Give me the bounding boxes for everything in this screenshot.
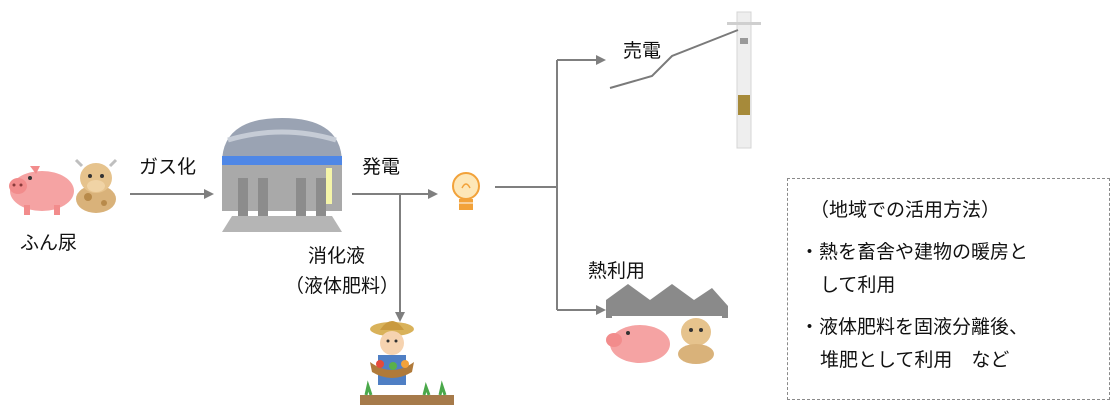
note-item-fertilizer-line1: ・液体肥料を固液分離後、 <box>800 316 1029 338</box>
note-item-heat-line1: ・熱を畜舎や建物の暖房と <box>800 241 1029 263</box>
pig-icon <box>606 325 670 363</box>
cow-icon <box>74 158 118 213</box>
liquid-fertilizer-label: （液体肥料） <box>285 275 400 297</box>
manure-label: ふん尿 <box>20 232 78 254</box>
regional-use-note: （地域での活用方法） ・熱を畜舎や建物の暖房と して利用 ・液体肥料を固液分離後… <box>787 178 1110 400</box>
note-item-heat-line2: して利用 <box>820 274 896 296</box>
digestate-label: 消化液 <box>308 245 366 267</box>
pig-icon <box>9 166 74 215</box>
cow-icon <box>678 318 714 364</box>
note-title: （地域での活用方法） <box>810 199 1001 221</box>
heat-use-label: 熱利用 <box>588 260 646 282</box>
sell-power-label: 売電 <box>623 40 662 62</box>
note-item-fertilizer-line2: 堆肥として利用 など <box>820 349 1010 371</box>
generation-label: 発電 <box>362 156 401 178</box>
gasification-label: ガス化 <box>139 156 197 178</box>
